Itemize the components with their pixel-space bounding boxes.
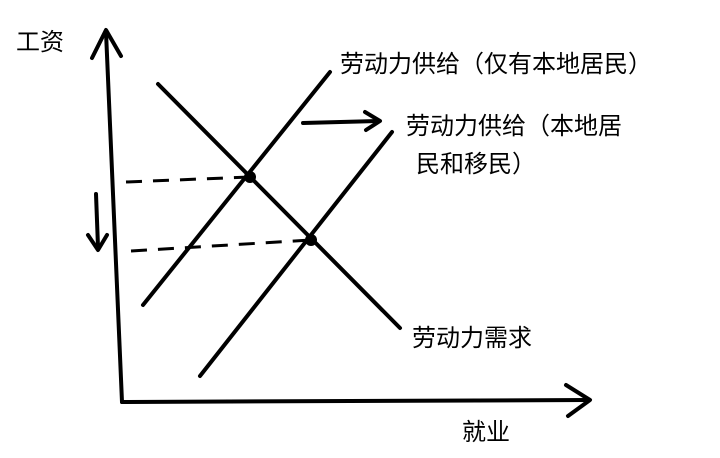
wage-decrease-arrow	[86, 192, 109, 252]
equilibrium-wage-guide-original	[125, 175, 251, 184]
equilibrium-point-original	[244, 171, 256, 183]
demand-label: 劳动力需求	[412, 324, 532, 352]
y-axis-label: 工资	[16, 28, 64, 56]
demand-curve	[156, 82, 402, 330]
supply-combined-label-line1: 劳动力供给（本地居	[406, 112, 622, 140]
y-axis	[104, 30, 124, 404]
x-axis-arrowhead	[564, 383, 592, 418]
supply-curve-combined	[198, 130, 394, 378]
supply-curve-local	[141, 70, 332, 307]
supply-combined-label-line2: 民和移民）	[416, 150, 536, 178]
supply-local-label: 劳动力供给（仅有本地居民）	[340, 50, 652, 78]
x-axis	[120, 398, 590, 404]
axes	[90, 28, 592, 418]
supply-shift-arrow	[301, 110, 382, 132]
x-axis-label: 就业	[462, 418, 510, 446]
equilibrium-point-new	[305, 234, 317, 246]
y-axis-arrowhead	[90, 28, 123, 60]
equilibrium-wage-guide-new	[130, 238, 312, 253]
